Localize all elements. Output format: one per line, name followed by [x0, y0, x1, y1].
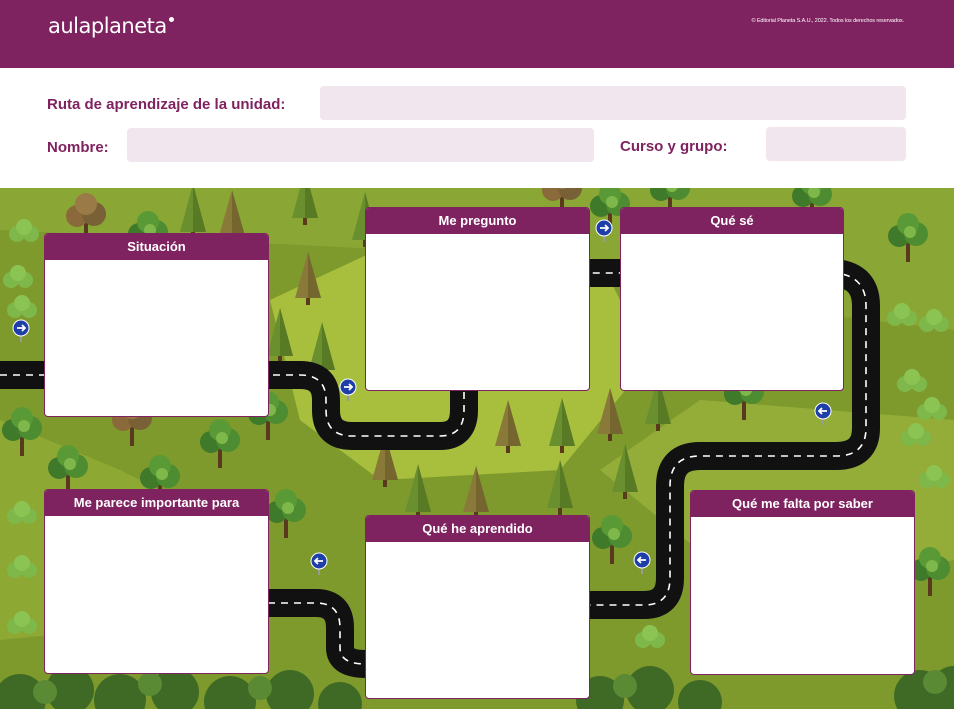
copyright-text: © Editorial Planeta S.A.U., 2022. Todos …: [751, 18, 904, 24]
card-body-que-me-falta[interactable]: [691, 517, 914, 674]
card-que-me-falta: Qué me falta por saber: [690, 490, 915, 675]
card-title-me-parece-importante: Me parece importante para: [45, 490, 268, 516]
card-me-pregunto: Me pregunto: [365, 207, 590, 391]
logo-text: aulaplaneta: [48, 14, 167, 38]
route-field[interactable]: [320, 86, 906, 120]
logo-dot-icon: [168, 17, 174, 22]
header-bar: aulaplaneta © Editorial Planeta S.A.U., …: [0, 0, 954, 68]
card-title-me-pregunto: Me pregunto: [366, 208, 589, 234]
card-que-se: Qué sé: [620, 207, 844, 391]
aulaplaneta-logo: aulaplaneta: [48, 14, 174, 38]
course-field[interactable]: [766, 127, 906, 161]
card-body-que-se[interactable]: [621, 234, 843, 390]
card-title-que-he-aprendido: Qué he aprendido: [366, 516, 589, 542]
card-body-situacion[interactable]: [45, 260, 268, 416]
card-title-situacion: Situación: [45, 234, 268, 260]
card-me-parece-importante: Me parece importante para: [44, 489, 269, 674]
card-title-que-se: Qué sé: [621, 208, 843, 234]
course-label: Curso y grupo:: [620, 138, 728, 155]
card-body-me-parece-importante[interactable]: [45, 516, 268, 673]
name-label: Nombre:: [47, 139, 109, 156]
card-title-que-me-falta: Qué me falta por saber: [691, 491, 914, 517]
route-label: Ruta de aprendizaje de la unidad:: [47, 96, 286, 113]
card-body-que-he-aprendido[interactable]: [366, 542, 589, 698]
card-que-he-aprendido: Qué he aprendido: [365, 515, 590, 699]
card-situacion: Situación: [44, 233, 269, 417]
card-body-me-pregunto[interactable]: [366, 234, 589, 390]
name-field[interactable]: [127, 128, 594, 162]
